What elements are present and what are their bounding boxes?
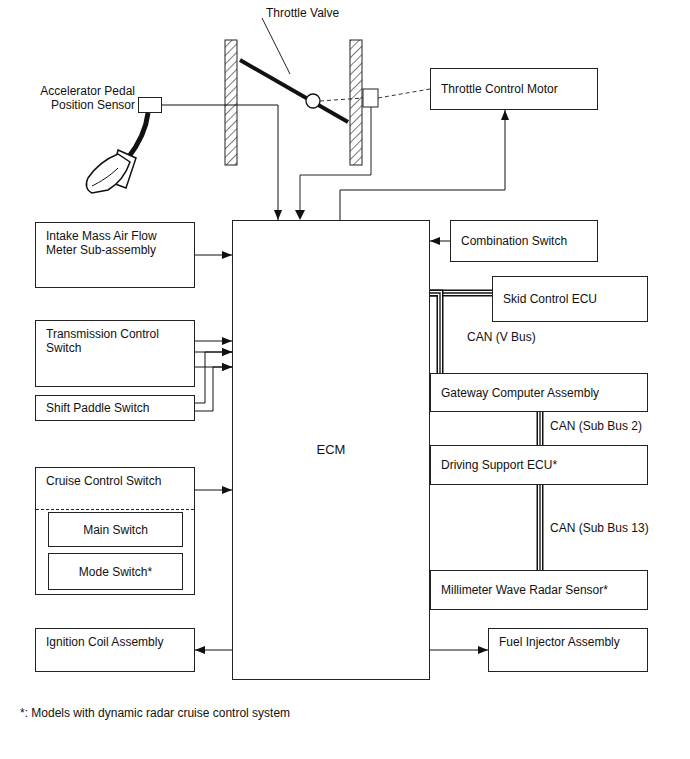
arrow-line (430, 241, 450, 242)
arrow-line (195, 255, 232, 256)
component-box: Fuel Injector Assembly (488, 628, 648, 672)
component-box: Cruise Control SwitchMain SwitchMode Swi… (35, 467, 195, 595)
arrow-line (195, 367, 232, 411)
arrow-line (430, 650, 488, 651)
arrow-line (195, 341, 232, 342)
bus-label: CAN (Sub Bus 13) (549, 521, 650, 535)
component-name: Intake Mass Air Flow Meter Sub-assembly (46, 229, 184, 257)
text-group: Shift Paddle Switch (46, 401, 184, 415)
signal-arrow (340, 110, 505, 220)
signal-arrow (195, 341, 232, 342)
text-group: Millimeter Wave Radar Sensor* (441, 583, 637, 597)
component-name: Mode Switch* (59, 565, 172, 579)
signal-arrow (430, 241, 450, 242)
component-name: Fuel Injector Assembly (499, 635, 637, 649)
component-box: Skid Control ECU (492, 276, 648, 322)
component-name: Ignition Coil Assembly (46, 635, 184, 649)
signal-arrow (195, 255, 232, 256)
text-group: Combination Switch (461, 234, 587, 248)
text-group: Intake Mass Air Flow Meter Sub-assembly (46, 229, 184, 257)
arrow-line (195, 490, 232, 491)
sensor-wire (300, 107, 371, 210)
foot (86, 154, 130, 193)
pedal-arm (128, 113, 148, 158)
component-name: Throttle Control Motor (441, 82, 587, 96)
arrow-line (340, 110, 505, 220)
bus-core (539, 412, 540, 445)
text-group: Accelerator Pedal Position Sensor (23, 84, 135, 112)
component-box: Transmission Control Switch (35, 320, 195, 387)
throttle-position-sensor (363, 89, 378, 107)
component-name: Transmission Control Switch (46, 327, 184, 355)
throttle-shaft (306, 94, 320, 108)
component-name: Cruise Control Switch (46, 474, 184, 488)
divider-line (36, 509, 194, 510)
motor-link (378, 89, 430, 98)
sensor-label: Accelerator Pedal Position Sensor (23, 84, 135, 112)
arrow-line (162, 105, 278, 220)
bus-outer (537, 485, 544, 570)
footnote: *: Models with dynamic radar cruise cont… (20, 706, 290, 720)
bus-outer (537, 412, 544, 445)
bus-gap (538, 412, 542, 445)
text-group: Transmission Control Switch (46, 327, 184, 355)
text-group: Skid Control ECU (503, 292, 637, 306)
component-name: Skid Control ECU (503, 292, 637, 306)
component-box: ECM (232, 220, 430, 680)
text-group: Ignition Coil Assembly (46, 635, 184, 649)
bus-label: CAN (Sub Bus 2) (549, 419, 643, 433)
component-box: Millimeter Wave Radar Sensor* (430, 570, 648, 610)
text-group: ECM (243, 443, 419, 457)
component-box: Combination Switch (450, 220, 598, 262)
bus-gap (538, 485, 542, 570)
wire-arrowhead (295, 210, 305, 220)
text-group: Throttle Control Motor (441, 82, 587, 96)
leader-line (262, 18, 290, 74)
signal-arrow (162, 105, 278, 220)
signal-arrow (195, 650, 232, 651)
component-box: Driving Support ECU* (430, 445, 648, 485)
shaft-link (320, 98, 363, 101)
text-group: Main Switch (59, 523, 172, 537)
component-name: Combination Switch (461, 234, 587, 248)
bus-core (539, 485, 540, 570)
bus-core (430, 293, 440, 373)
component-name: ECM (243, 443, 419, 457)
can-bus-line (430, 293, 440, 373)
can-bus-line (540, 485, 541, 570)
bus-gap (430, 293, 440, 373)
component-box: Gateway Computer Assembly (430, 373, 648, 412)
throttle-wall (350, 40, 362, 165)
part-name: Throttle Valve (266, 6, 339, 20)
throttle-wall (225, 40, 237, 165)
component-name: Driving Support ECU* (441, 458, 637, 472)
bus-label: CAN (V Bus) (466, 330, 537, 344)
text-group: Cruise Control Switch (46, 474, 184, 488)
bus-outer (430, 293, 440, 373)
signal-arrow (430, 650, 488, 651)
text-group: Mode Switch* (59, 565, 172, 579)
component-box: Mode Switch* (48, 553, 183, 590)
component-name: Gateway Computer Assembly (441, 386, 637, 400)
shoe-line (92, 168, 118, 186)
component-box: Main Switch (48, 512, 183, 547)
sensor-box: Accelerator Pedal Position Sensor (138, 97, 162, 113)
component-name: Shift Paddle Switch (46, 401, 184, 415)
component-box: Throttle Control Motor (430, 68, 598, 110)
text-group: Driving Support ECU* (441, 458, 637, 472)
text-group: Fuel Injector Assembly (499, 635, 637, 649)
throttle-plate (240, 60, 348, 122)
text-group: Gateway Computer Assembly (441, 386, 637, 400)
component-box: Ignition Coil Assembly (35, 628, 195, 672)
component-name: Millimeter Wave Radar Sensor* (441, 583, 637, 597)
signal-arrow (195, 490, 232, 491)
component-name: Main Switch (59, 523, 172, 537)
arrow-line (195, 650, 232, 651)
signal-arrow (195, 367, 232, 411)
component-box: Shift Paddle Switch (35, 395, 195, 421)
component-box: Intake Mass Air Flow Meter Sub-assembly (35, 222, 195, 288)
can-bus-line (540, 412, 541, 445)
